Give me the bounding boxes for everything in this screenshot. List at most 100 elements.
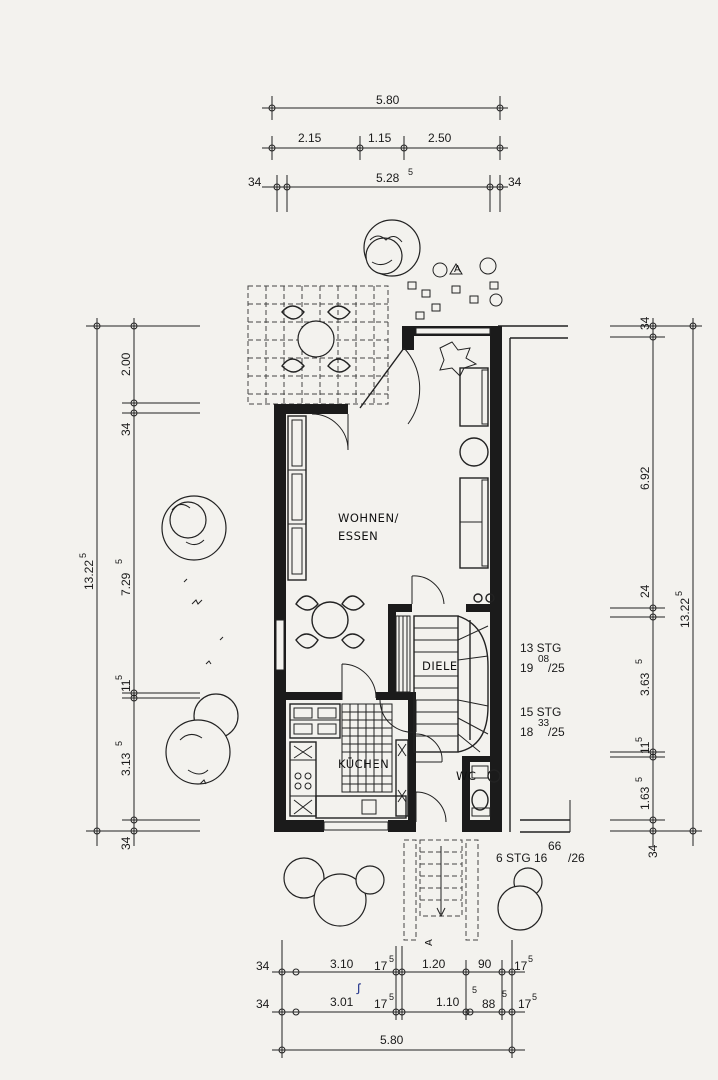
dim-top-inner: 5.28 <box>376 171 400 185</box>
dim-right-total-sup: 5 <box>674 591 684 596</box>
heater-symbol <box>473 593 495 603</box>
dim-bottom1-b: 17 <box>374 959 388 973</box>
stair-note-down-ratio-sup: 33 <box>538 718 550 729</box>
right-dimension-chains <box>610 318 702 846</box>
left-dimension-chains <box>86 318 200 846</box>
dim-right-mid-sup: 5 <box>634 737 644 742</box>
shrub-top <box>363 219 421 277</box>
terrace-table-set <box>281 305 351 373</box>
plant-in-corner <box>439 341 478 377</box>
dim-top-left-wall: 34 <box>248 175 262 189</box>
sofa-right <box>459 367 489 569</box>
wc-fixtures <box>471 765 501 817</box>
stair-note-entry-steps: 6 STG 16 <box>496 851 548 865</box>
dim-bottom2-e-sup: 5 <box>532 992 537 1002</box>
dim-left-wall-1: 34 <box>119 422 133 436</box>
dim-bottom2-e: 17 <box>518 997 532 1011</box>
stair-note-down-steps: 15 STG <box>520 705 561 719</box>
dim-bottom1-e: 17 <box>514 959 528 973</box>
room-label-living-1: WOHNEN/ <box>338 511 399 525</box>
dim-bottom2-d: 88 <box>482 997 496 1011</box>
dim-right-wc: 1.63 <box>638 786 652 810</box>
dim-left-wall-2: 34 <box>119 836 133 850</box>
right-dimension-labels: 34 6.92 13.22 5 24 3.63 5 11 5 1.63 5 34… <box>548 316 692 858</box>
main-stair <box>395 615 489 753</box>
dim-bottom2-c: 1.10 <box>436 995 460 1009</box>
dim-bottom-overall: 5.80 <box>380 1033 404 1047</box>
dim-top-inner-sup: 5 <box>408 167 413 177</box>
dim-right-wall-bottom: 34 <box>646 844 660 858</box>
stair-note-up-ratio: 19 <box>520 661 534 675</box>
bottom-dimension-chains <box>272 940 525 1058</box>
dim-right-living: 6.92 <box>638 466 652 490</box>
dim-top-overall: 5.80 <box>376 93 400 107</box>
dim-left-mid: 11 <box>119 679 133 692</box>
kitchen-tile-floor <box>341 703 393 793</box>
interior-walls <box>286 604 490 822</box>
dim-right-stair: 3.63 <box>638 672 652 696</box>
dim-bottom1-e-sup: 5 <box>528 954 533 964</box>
dim-right-wc-sup: 5 <box>634 777 644 782</box>
bottom-dimension-labels: 34 3.10 17 5 1.20 90 17 5 34 3.01 17 5 1… <box>256 954 537 1047</box>
stair-note-up-steps: 13 STG <box>520 641 561 655</box>
dim-bottom1-d: 90 <box>478 957 492 971</box>
dim-left-garden: 2.00 <box>119 352 133 376</box>
top-marker: A <box>454 264 461 275</box>
dim-bottom2-a: 3.01 <box>330 995 354 1009</box>
dining-set <box>295 595 365 649</box>
dim-right-stair-sup: 5 <box>634 659 644 664</box>
stair-note-down-ratio-b: /25 <box>548 725 565 739</box>
left-dimension-labels: 13.22 5 2.00 34 7.29 5 11 5 3.13 5 34 <box>78 352 133 850</box>
dim-bottom1-b-sup: 5 <box>389 954 394 964</box>
top-dimension-chains <box>262 96 508 212</box>
neighbor-wall <box>498 325 571 833</box>
stair-note-down-ratio: 18 <box>520 725 534 739</box>
dim-right-wall-mid: 24 <box>638 584 652 598</box>
dim-bottom2-c-sup: 5 <box>472 985 477 995</box>
dim-left-total: 13.22 <box>82 560 96 590</box>
shrubs-bottom-left <box>283 857 385 927</box>
planter-top: A <box>407 257 503 320</box>
dim-left-living: 7.29 <box>119 572 133 596</box>
room-label-kitchen: KÜCHEN <box>338 755 389 771</box>
kitchen-furniture <box>289 703 409 819</box>
stair-note-up-ratio-b: /25 <box>548 661 565 675</box>
windows <box>275 327 491 831</box>
dim-bottom1-wall: 34 <box>256 959 270 973</box>
dim-left-kitchen: 3.13 <box>119 752 133 776</box>
entry-stair: A <box>403 839 479 946</box>
dim-bottom1-a: 3.10 <box>330 957 354 971</box>
dim-top-seg-3: 2.50 <box>428 131 452 145</box>
tree-left-1 <box>161 495 227 561</box>
shrubs-bottom-right <box>497 867 543 931</box>
dim-bottom2-b: 17 <box>374 997 388 1011</box>
dim-left-living-sup: 5 <box>114 559 124 564</box>
dim-right-mid: 11 <box>638 741 652 754</box>
dim-bottom1-c: 1.20 <box>422 957 446 971</box>
dim-left-total-sup: 5 <box>78 553 88 558</box>
dim-right-total: 13.22 <box>678 598 692 628</box>
room-label-hall: DIELE <box>422 659 458 673</box>
dim-top-right-wall: 34 <box>508 175 522 189</box>
dim-left-kitchen-sup: 5 <box>114 741 124 746</box>
tree-left-2 <box>165 693 239 785</box>
exterior-walls <box>274 326 502 832</box>
dim-left-mid-sup: 5 <box>114 675 124 680</box>
dim-top-seg-1: 2.15 <box>298 131 322 145</box>
stair-note-up-ratio-sup: 08 <box>538 654 550 665</box>
door-swings <box>311 347 447 823</box>
stair-note-entry-ratio: /26 <box>568 851 585 865</box>
dim-bottom2-d-sup: 5 <box>502 989 507 999</box>
handwritten-mark: ꭍ <box>356 981 362 997</box>
dim-top-seg-2: 1.15 <box>368 131 392 145</box>
grass-marks <box>183 578 224 785</box>
room-label-living-2: ESSEN <box>338 529 378 543</box>
sofa-left <box>287 415 307 581</box>
room-label-wc: WC <box>456 769 476 783</box>
dim-right-wall-top: 34 <box>638 316 652 330</box>
entry-marker: A <box>424 939 435 946</box>
dim-right-66: 66 <box>548 839 562 853</box>
dim-bottom2-b-sup: 5 <box>389 992 394 1002</box>
dim-bottom2-wall: 34 <box>256 997 270 1011</box>
